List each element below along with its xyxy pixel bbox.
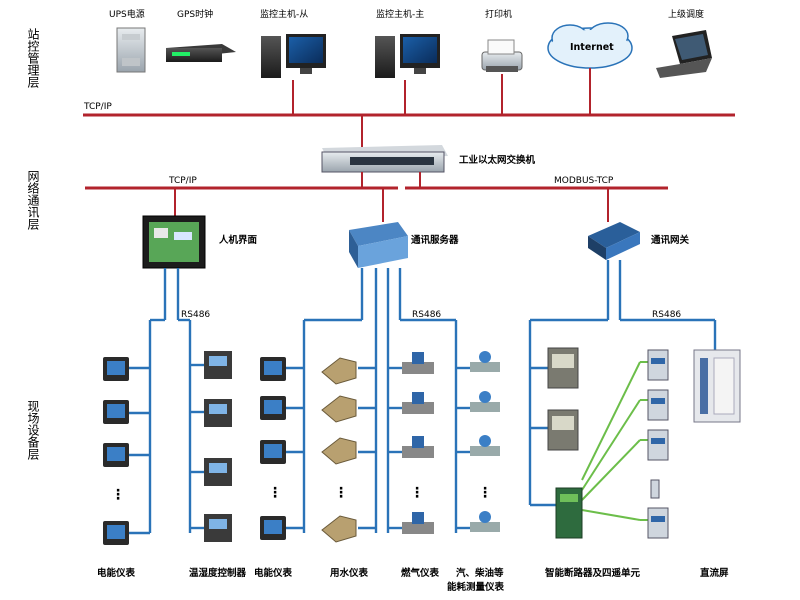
gas-meter-column — [402, 352, 434, 534]
printer-label: 打印机 — [485, 8, 512, 20]
laptop-icon — [656, 30, 712, 78]
tcp-ip-label-mid: TCP/IP — [168, 176, 197, 186]
switch-label: 工业以太网交换机 — [459, 154, 536, 166]
layer-label-station: 站控管理层 — [26, 28, 40, 89]
ellipsis-4: ⋮ — [410, 485, 424, 501]
tcp-ip-label-top: TCP/IP — [83, 102, 112, 112]
hmi-label: 人机界面 — [219, 234, 258, 246]
rs485-label-right: RS486 — [652, 310, 681, 320]
remote-dispatch-label: 上级调度 — [668, 8, 704, 20]
comm-server-icon — [349, 222, 408, 268]
layer-label-network: 网络通讯层 — [26, 170, 40, 231]
comm-server-label: 通讯服务器 — [411, 234, 459, 246]
hmi-panel-icon — [142, 215, 206, 269]
layer-label-field: 现场设备层 — [26, 400, 40, 461]
power-meter-label-2: 电能仪表 — [254, 567, 293, 579]
gas-meter-label: 燃气仪表 — [401, 567, 440, 579]
ellipsis-5: ⋮ — [478, 485, 492, 501]
ups-label: UPS电源 — [109, 8, 145, 20]
power-meter-column-2 — [260, 357, 286, 540]
fuel-meter-column — [470, 351, 500, 532]
printer-icon — [481, 39, 523, 72]
ellipsis-3: ⋮ — [334, 485, 348, 501]
ethernet-switch-icon — [321, 145, 448, 173]
monitor-host-slave-icon — [261, 34, 326, 78]
dc-screen-cabinet-icon — [693, 349, 741, 423]
fuel-meter-label-line1: 汽、柴油等 — [456, 567, 504, 579]
ellipsis-2: ⋮ — [268, 485, 282, 501]
gps-label: GPS时钟 — [177, 8, 213, 20]
power-meter-column-1 — [103, 357, 129, 545]
dc-screen-label: 直流屏 — [700, 567, 729, 579]
temp-controller-label: 温湿度控制器 — [189, 567, 247, 579]
rs485-wiring-right — [528, 260, 717, 507]
internet-cloud-icon — [547, 22, 633, 69]
modbus-tcp-label: MODBUS-TCP — [554, 176, 614, 186]
internet-label: Internet — [570, 42, 614, 53]
rs485-wiring-center — [285, 268, 470, 533]
smart-breaker-group — [547, 347, 583, 539]
ups-power-icon — [116, 27, 146, 73]
rs485-label-left: RS486 — [181, 310, 210, 320]
host-slave-label: 监控主机-从 — [260, 8, 308, 20]
fuel-meter-label-line2: 能耗测量仪表 — [447, 581, 505, 593]
comm-gateway-icon — [588, 222, 640, 260]
power-meter-label-1: 电能仪表 — [97, 567, 136, 579]
four-remote-unit-column — [647, 349, 669, 539]
water-meter-column — [321, 357, 357, 543]
breaker-label: 智能断路器及四遥单元 — [545, 567, 641, 579]
monitor-host-master-icon — [375, 34, 440, 78]
ellipsis-1: ⋮ — [111, 487, 125, 503]
gateway-label: 通讯网关 — [651, 234, 690, 246]
signal-wiring — [581, 361, 648, 521]
temp-humidity-controller-column — [204, 351, 232, 542]
water-meter-label: 用水仪表 — [329, 567, 369, 579]
rs485-label-center: RS486 — [412, 310, 441, 320]
gps-clock-icon — [166, 44, 236, 62]
host-master-label: 监控主机-主 — [376, 8, 424, 20]
rs485-wiring-left — [128, 268, 205, 535]
